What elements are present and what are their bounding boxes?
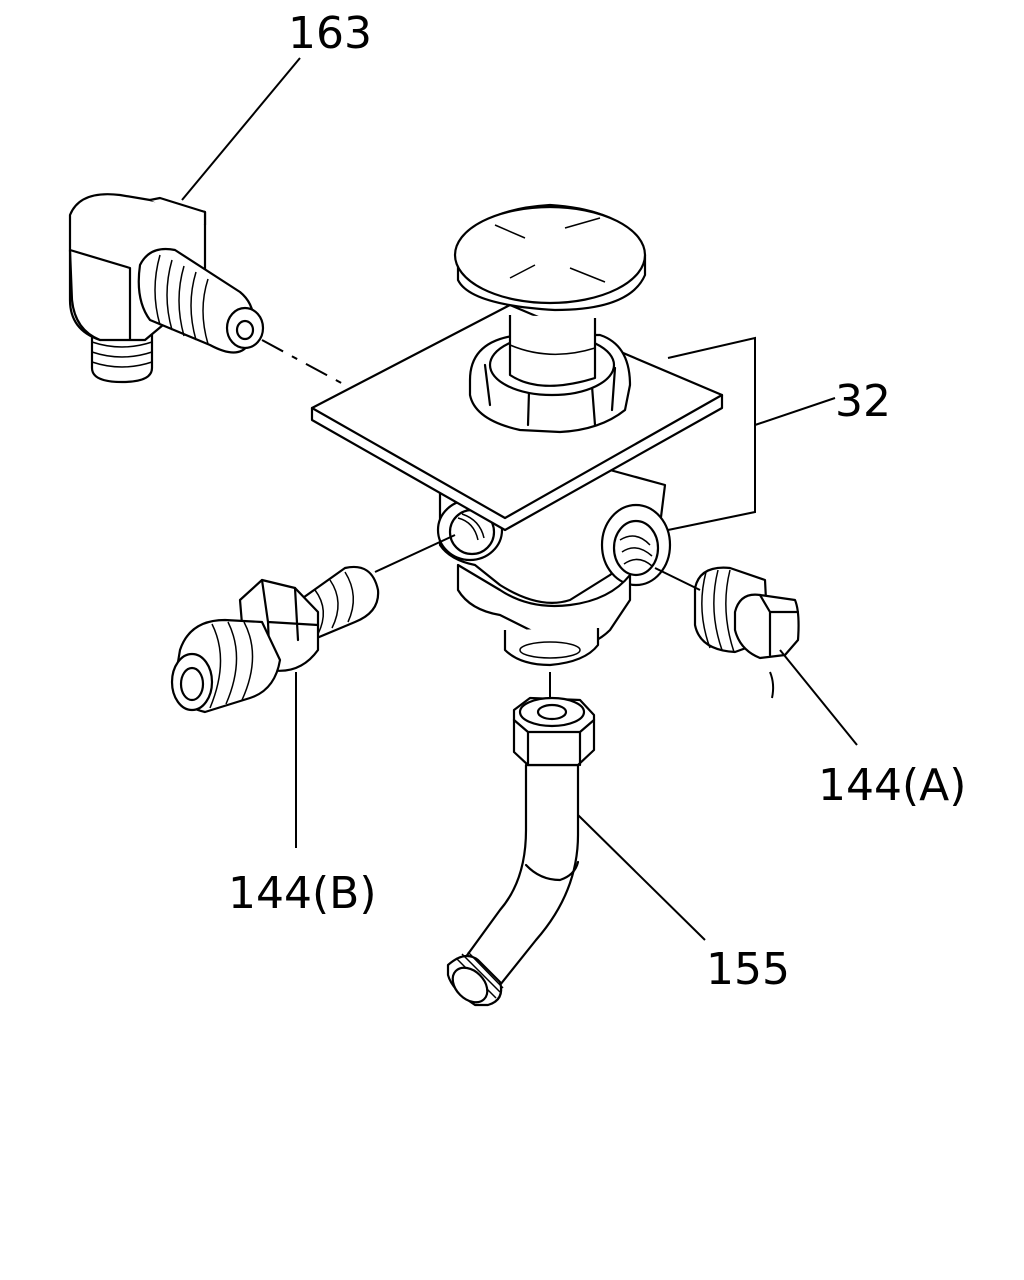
pipe-plug-144a xyxy=(693,566,800,699)
alignment-lines xyxy=(261,339,701,698)
callout-labels: 163 32 144(A) 144(B) 155 xyxy=(228,8,966,995)
hose-fitting-144b xyxy=(170,565,380,714)
pipe-155 xyxy=(446,696,596,1007)
label-144a: 144(A) xyxy=(818,760,966,811)
label-32: 32 xyxy=(835,376,891,427)
leader-lines xyxy=(181,57,858,941)
valve-assembly-32 xyxy=(310,203,756,667)
label-163: 163 xyxy=(288,8,372,59)
label-155: 155 xyxy=(706,944,790,995)
label-144b: 144(B) xyxy=(228,868,377,919)
elbow-fitting-163 xyxy=(68,193,265,384)
